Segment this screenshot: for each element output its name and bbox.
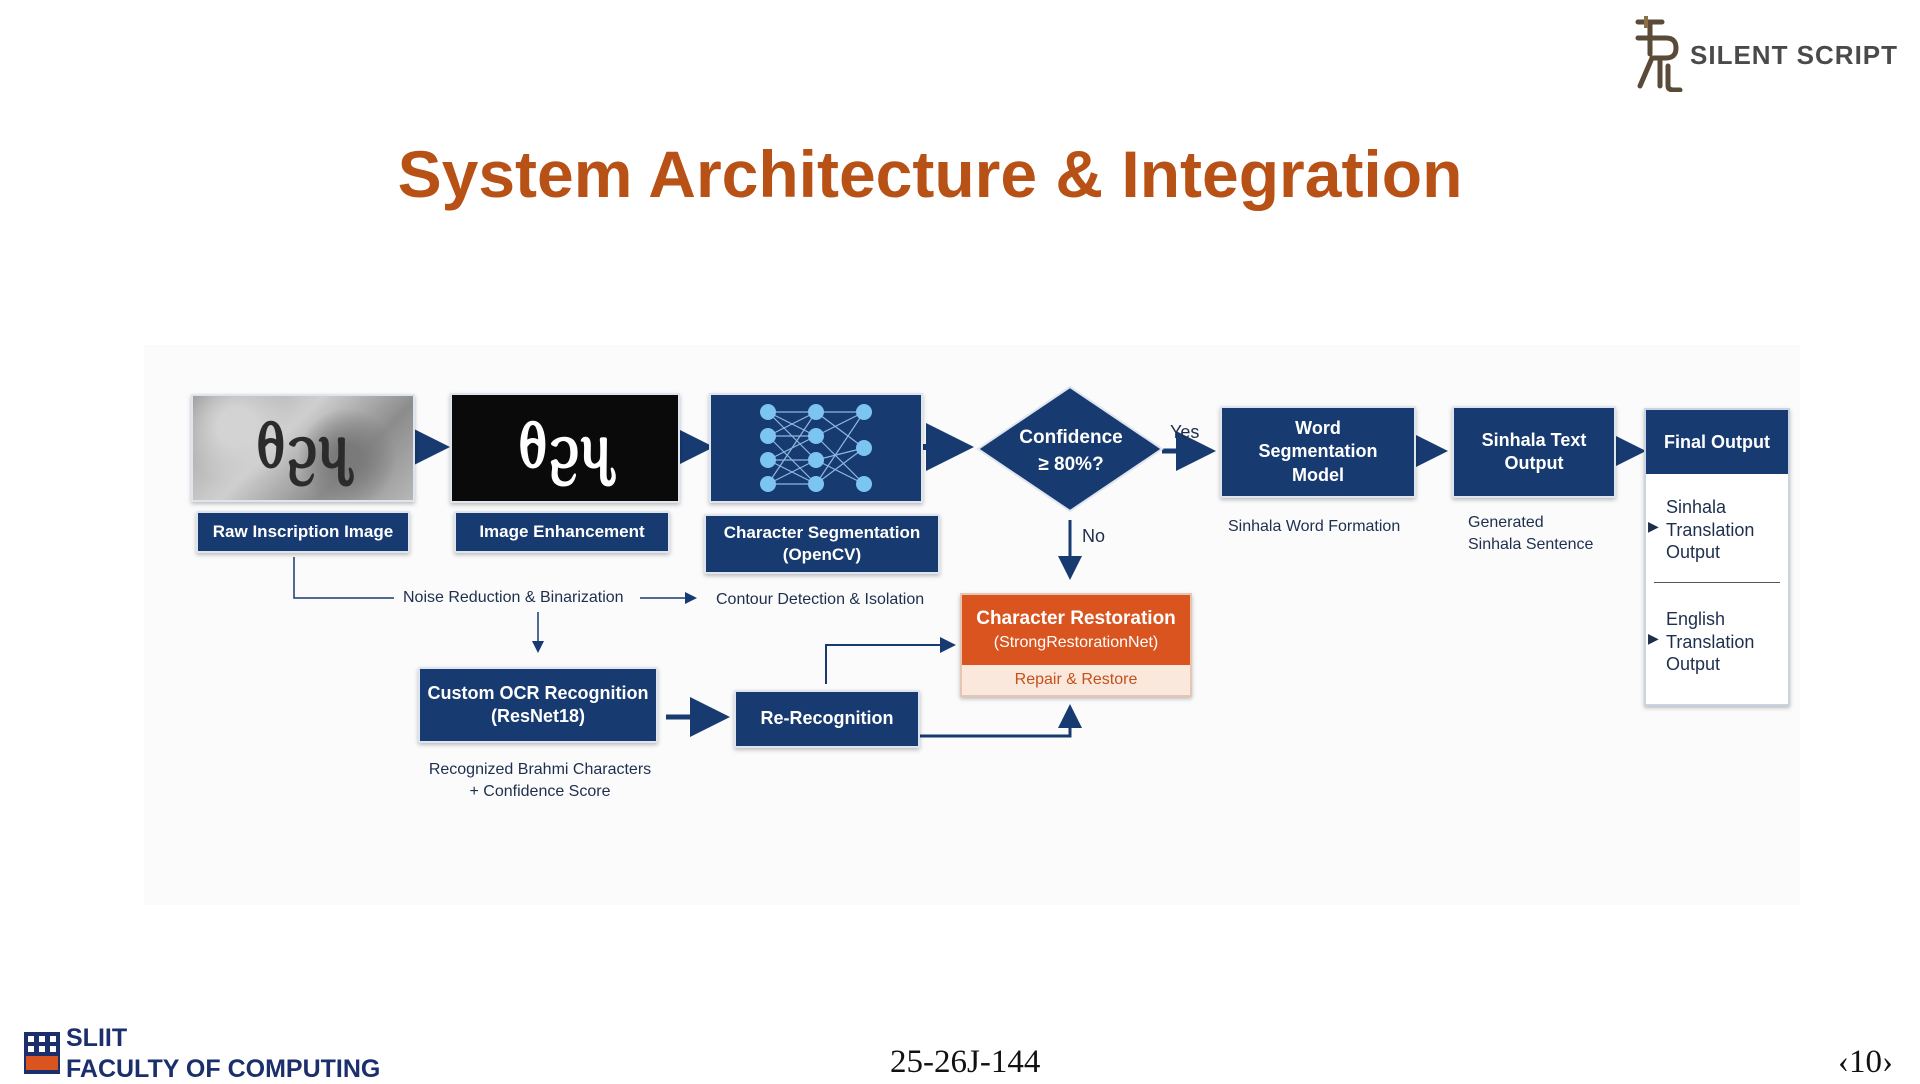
confidence-decision: Confidence ≥ 80%? [966,425,1176,478]
custom-ocr-node: Custom OCR Recognition (ResNet18) [418,667,658,743]
brand-name: SILENT SCRIPT [1690,40,1899,70]
slide-title: System Architecture & Integration [397,137,1463,211]
enhanced-image-thumbnail: ᦲᦳᦴ [450,393,680,503]
yes-label: Yes [1170,422,1200,442]
raw-inscription-label: Raw Inscription Image [196,511,410,553]
no-label: No [1082,526,1106,546]
final-output-divider [1654,582,1780,583]
silent-script-logo-icon [1635,16,1683,92]
sinhala-output-line1: Sinhala Text [1481,429,1587,450]
confidence-line2: ≥ 80%? [1038,453,1104,475]
word-seg-line3: Model [1292,464,1344,485]
contour-detection-caption: Contour Detection & Isolation [716,591,925,608]
neural-network-thumbnail [709,393,923,503]
character-segmentation-label: Character Segmentation (OpenCV) [704,514,940,574]
sliit-logo-icon [24,1032,60,1074]
sliit-name: SLIIT [66,1024,128,1052]
recognized-line1: Recognized Brahmi Characters [428,761,652,778]
restoration-title: Character Restoration [976,608,1176,629]
final-item2-line1: English [1666,609,1726,629]
generated-sentence-caption: Generated Sinhala Sentence [1468,512,1593,555]
generated-line1: Generated [1468,514,1544,531]
sinhala-output-line2: Output [1504,453,1564,473]
word-segmentation-node: Word Segmentation Model [1220,406,1416,498]
raw-inscription-thumbnail: ᦲᦳᦴ [191,394,415,502]
restoration-subtitle: (StrongRestorationNet) [993,634,1159,651]
final-item1-line2: Translation [1666,519,1755,540]
segmentation-line1: Character Segmentation [723,522,921,542]
restoration-footer: Repair & Restore [962,665,1190,695]
neural-network-icon [760,404,872,492]
recognized-line2: + Confidence Score [469,782,611,800]
final-output-english: ▶ English Translation Output [1648,608,1755,676]
final-item1-line3: Output [1666,542,1721,562]
final-item1-line1: Sinhala [1666,497,1727,517]
word-seg-line2: Segmentation [1258,441,1378,462]
final-item2-line3: Output [1666,654,1721,674]
ocr-line1: Custom OCR Recognition [427,682,649,703]
word-formation-caption: Sinhala Word Formation [1228,518,1401,535]
final-item2-line2: Translation [1666,631,1755,652]
sinhala-text-output-node: Sinhala Text Output [1452,406,1616,498]
generated-line2: Sinhala Sentence [1468,535,1594,553]
character-restoration-node: Character Restoration (StrongRestoration… [960,593,1192,697]
final-output-title: Final Output [1646,410,1788,474]
image-enhancement-label: Image Enhancement [454,511,670,553]
faculty-name: FACULTY OF COMPUTING [66,1055,381,1083]
confidence-line1: Confidence [1019,427,1123,448]
final-output-panel: Final Output ▶ Sinhala Translation Outpu… [1644,408,1790,706]
final-output-sinhala: ▶ Sinhala Translation Output [1648,496,1755,564]
page-number: ‹10› [1838,1044,1893,1080]
triangle-right-icon: ▶ [1648,518,1659,534]
word-seg-line1: Word [1295,417,1341,438]
re-recognition-node: Re-Recognition [734,690,920,748]
project-code: 25-26J-144 [890,1044,1041,1080]
triangle-right-icon: ▶ [1648,630,1659,646]
noise-reduction-caption: Noise Reduction & Binarization [403,589,624,606]
ocr-line2: (ResNet18) [490,706,586,726]
segmentation-line2: (OpenCV) [782,545,862,564]
recognized-characters-caption: Recognized Brahmi Characters + Confidenc… [420,759,660,802]
